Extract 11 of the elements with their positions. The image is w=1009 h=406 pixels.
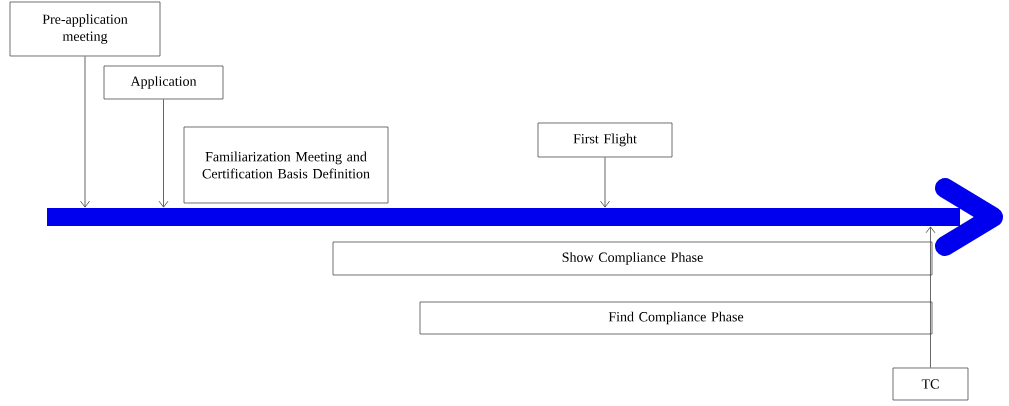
process-box: Application — [103, 65, 224, 100]
arrow — [600, 157, 610, 208]
process-box: Familiarization Meeting and Certification Basis Definition — [183, 126, 389, 204]
process-box: TC — [892, 367, 969, 401]
process-box: Pre-application meeting — [9, 1, 161, 57]
arrow — [80, 56, 90, 208]
arrow — [925, 226, 936, 368]
arrow — [158, 99, 169, 208]
process-box: Find Compliance Phase — [419, 301, 933, 335]
process-box: Show Compliance Phase — [332, 241, 933, 276]
process-box: First Flight — [537, 122, 673, 158]
